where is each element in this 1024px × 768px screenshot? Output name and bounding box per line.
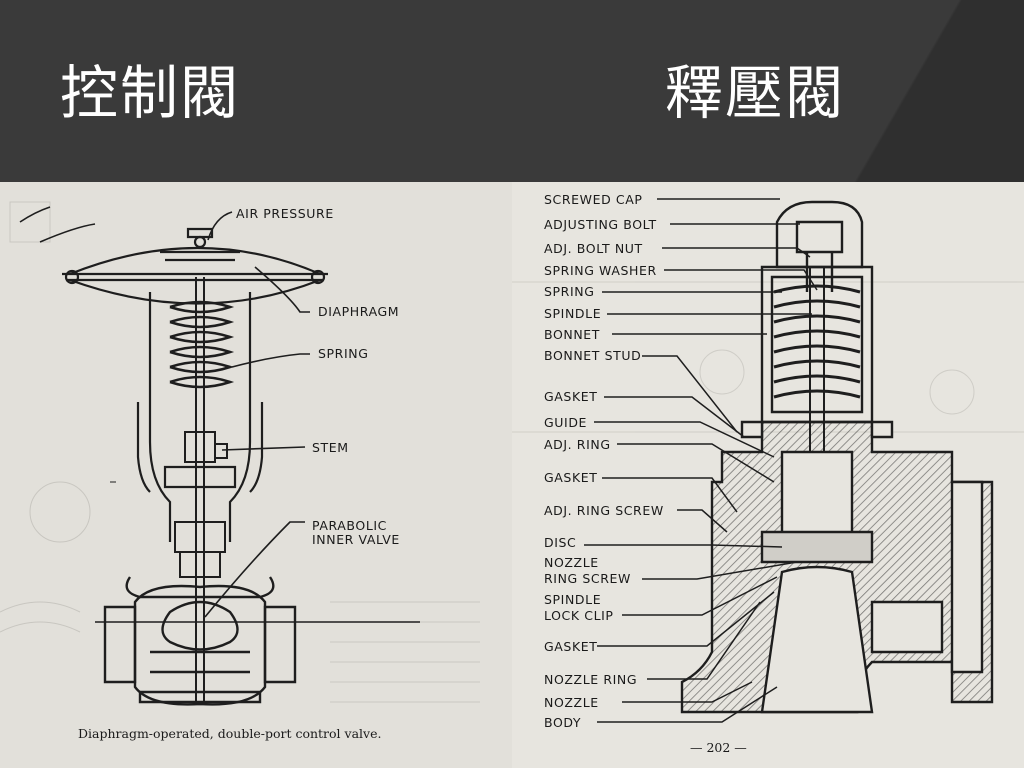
label-screwed-cap: SCREWED CAP	[544, 192, 643, 207]
control-valve-drawing: AIR PRESSURE DIAPHRAGM SPRING STEM PARAB…	[0, 201, 480, 741]
relief-valve-labels: SCREWED CAP ADJUSTING BOLT ADJ. BOLT NUT…	[544, 192, 664, 730]
label-gasket-2: GASKET	[544, 470, 598, 485]
label-lock-clip: LOCK CLIP	[544, 608, 614, 623]
label-disc: DISC	[544, 535, 576, 550]
label-bonnet: BONNET	[544, 327, 600, 342]
spring-coils	[169, 300, 235, 389]
label-guide: GUIDE	[544, 415, 587, 430]
label-adjusting-bolt: ADJUSTING BOLT	[544, 217, 657, 232]
page-number: — 202 —	[690, 740, 747, 755]
label-body: BODY	[544, 715, 581, 730]
label-nozzle: NOZZLE	[544, 555, 599, 570]
label-adj-ring: ADJ. RING	[544, 437, 611, 452]
label-bonnet-stud: BONNET STUD	[544, 348, 641, 363]
spring-coils-relief	[773, 284, 861, 399]
leader-lines-relief	[584, 198, 818, 723]
relief-valve-drawing: SCREWED CAP ADJUSTING BOLT ADJ. BOLT NUT…	[512, 192, 1024, 755]
label-spindle: SPINDLE	[544, 306, 601, 321]
label-spring-washer: SPRING WASHER	[544, 263, 657, 278]
leader-lines	[19, 206, 310, 618]
label-gasket-3: GASKET	[544, 639, 598, 654]
control-valve-image: AIR PRESSURE DIAPHRAGM SPRING STEM PARAB…	[0, 182, 512, 768]
label-spring: SPRING	[544, 284, 594, 299]
valve-body	[95, 576, 420, 706]
label-adj-bolt-nut: ADJ. BOLT NUT	[544, 241, 643, 256]
stem	[174, 277, 228, 702]
label-ring-screw: RING SCREW	[544, 571, 631, 586]
label-parabolic: PARABOLIC	[312, 518, 387, 533]
title-control-valve: 控制閥	[60, 59, 241, 127]
label-spring: SPRING	[318, 346, 368, 361]
label-air-pressure: AIR PRESSURE	[236, 206, 334, 221]
valve-body-relief	[680, 420, 994, 714]
label-spindle-2: SPINDLE	[544, 592, 601, 607]
yoke	[136, 292, 264, 542]
slide-header: 控制閥 釋壓閥	[0, 0, 1024, 182]
label-stem: STEM	[312, 440, 349, 455]
header-decoration	[820, 0, 1024, 182]
title-relief-valve: 釋壓閥	[665, 59, 846, 127]
label-gasket: GASKET	[544, 389, 598, 404]
caption-control-valve: Diaphragm-operated, double-port control …	[78, 726, 381, 741]
label-adj-ring-screw: ADJ. RING SCREW	[544, 503, 664, 518]
label-nozzle-ring: NOZZLE RING	[544, 672, 637, 687]
label-diaphragm: DIAPHRAGM	[318, 304, 399, 319]
label-inner-valve: INNER VALVE	[312, 532, 400, 547]
relief-valve-image: SCREWED CAP ADJUSTING BOLT ADJ. BOLT NUT…	[512, 182, 1024, 768]
label-nozzle-2: NOZZLE	[544, 695, 599, 710]
